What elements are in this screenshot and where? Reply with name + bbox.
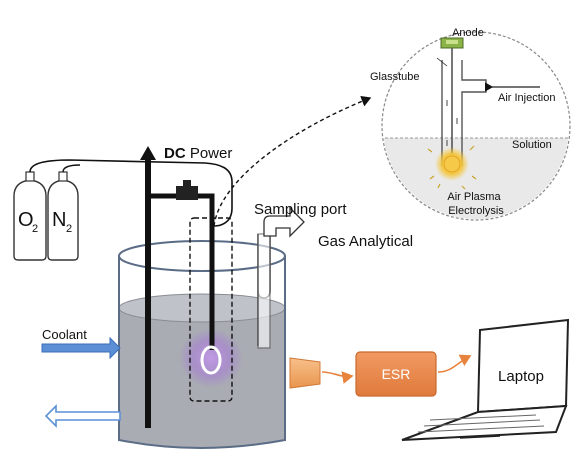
plasma-glow	[179, 328, 243, 388]
glasstube-label: Glasstube	[370, 71, 420, 83]
vessel-wall	[118, 256, 286, 449]
n2-label: N	[52, 209, 66, 231]
coolant-out-arrow	[44, 404, 121, 428]
o2-sub: 2	[32, 223, 38, 235]
vessel-rim	[118, 240, 286, 272]
air-injection-label: Air Injection	[498, 92, 555, 104]
dc-rod-right	[148, 193, 215, 350]
outlet-funnel	[289, 357, 321, 389]
dc-power-label: DC Power	[164, 145, 232, 162]
anode-label: Anode	[452, 27, 484, 39]
o2-label: O	[18, 209, 34, 231]
esr-label: ESR	[382, 366, 411, 382]
electrode-ring	[200, 345, 222, 375]
gas-line-2	[62, 164, 81, 173]
sampling-port-label: Sampling port	[254, 201, 347, 218]
n2-sub: 2	[66, 223, 72, 235]
inset-link	[213, 95, 372, 227]
gas-line	[29, 159, 233, 227]
coolant-in-arrow	[41, 336, 121, 360]
laptop-icon	[401, 318, 570, 441]
power-label: Power	[186, 145, 233, 162]
n2-cylinder	[47, 179, 79, 261]
reactor-vessel	[118, 240, 286, 449]
dc-arrow-head	[140, 146, 156, 160]
flow-to-laptop	[437, 354, 472, 373]
coolant-label: Coolant	[42, 327, 87, 342]
electrolysis-label: Electrolysis	[448, 205, 504, 217]
air-plasma-label: Air Plasma	[447, 191, 501, 203]
flow-to-esr	[321, 371, 354, 384]
gas-analytical-label: Gas Analytical	[318, 233, 413, 250]
dc-label: DC	[164, 145, 186, 162]
gas-outlet-arrow	[263, 206, 305, 238]
gas-cylinders: O 2 N 2	[13, 171, 79, 261]
valve-stem	[183, 180, 191, 188]
laptop-label: Laptop	[498, 368, 544, 385]
solution-label: Solution	[512, 139, 552, 151]
inset-solution	[383, 138, 569, 219]
o2-cylinder	[13, 179, 47, 261]
valve-block	[176, 186, 198, 200]
esr-box	[355, 351, 437, 397]
